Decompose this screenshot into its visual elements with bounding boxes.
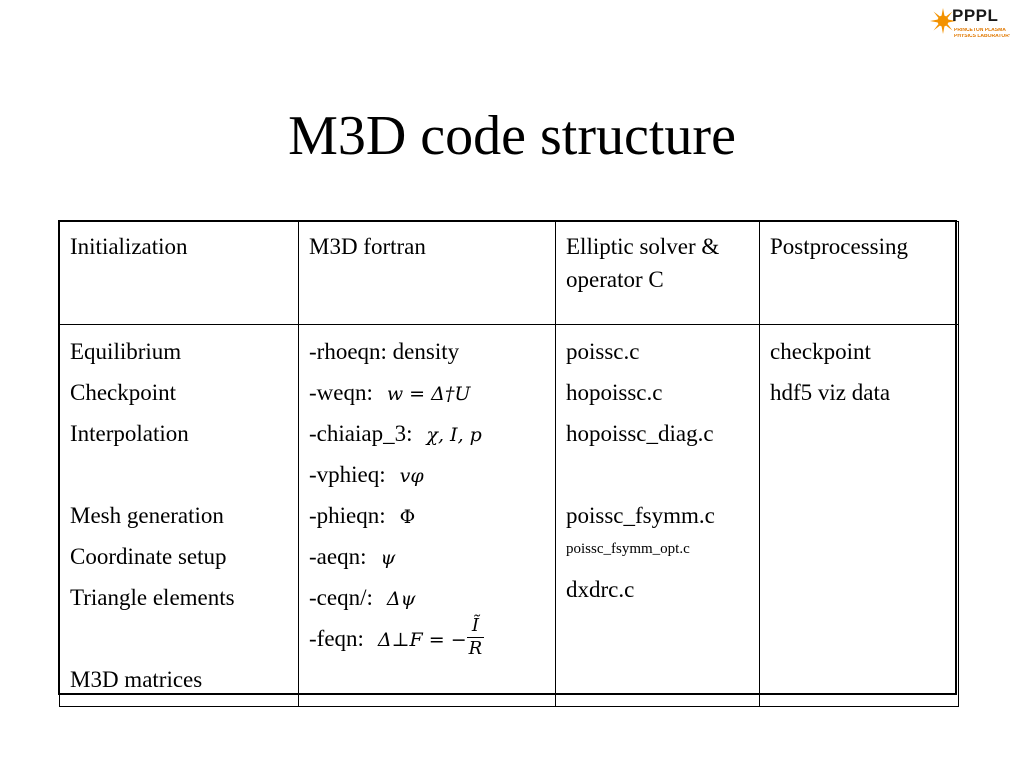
equation-label: -phieqn:: [309, 503, 386, 528]
slide-title: M3D code structure: [288, 105, 736, 167]
list-item: -ceqn/: Δψ: [309, 577, 545, 618]
pppl-logo: PPPL PRINCETON PLASMA PHYSICS LABORATORY: [930, 6, 1014, 42]
header-elliptic-solver: Elliptic solver & operator C: [555, 221, 760, 325]
list-item: poissc.c: [566, 339, 640, 364]
equation-label: -feqn:: [309, 626, 364, 651]
equation-label: -vphieq:: [309, 462, 386, 487]
fortran-cell: -rhoeqn: density -weqn: w = Δ†U -chiaiap_…: [298, 324, 556, 707]
list-item: -vphieq: vφ: [309, 454, 545, 495]
list-item: Mesh generation: [70, 503, 224, 528]
fraction-denominator: R: [468, 638, 483, 660]
sun-burst-icon: [930, 8, 956, 34]
list-item: M3D matrices: [70, 667, 203, 692]
list-spacer: [70, 454, 288, 495]
list-item: -chiaiap_3: χ, I, p: [309, 413, 545, 454]
postprocessing-cell: checkpoint hdf5 viz data: [759, 324, 959, 707]
equation-label: -aeqn:: [309, 544, 367, 569]
equation-math: χ, I, p: [426, 424, 482, 446]
list-item: Equilibrium: [70, 339, 182, 364]
list-item: Interpolation: [70, 421, 189, 446]
logo-subtitle-line2: PHYSICS LABORATORY: [954, 34, 1010, 39]
list-item: hopoissc.c: [566, 380, 663, 405]
equation-label: -weqn:: [309, 380, 373, 405]
table-body-row: Equilibrium Checkpoint Interpolation Mes…: [59, 324, 959, 707]
elliptic-solver-cell: poissc.c hopoissc.c hopoissc_diag.c pois…: [555, 324, 760, 707]
list-item: checkpoint: [770, 339, 871, 364]
equation-math: Δ⊥F = −: [377, 629, 467, 651]
list-item: Triangle elements: [70, 585, 235, 610]
logo-subtitle-line1: PRINCETON PLASMA: [954, 28, 1006, 33]
header-m3d-fortran: M3D fortran: [298, 221, 556, 325]
code-structure-table: Initialization M3D fortran Elliptic solv…: [59, 221, 959, 707]
list-item: -phieqn: Φ: [309, 495, 545, 536]
list-item: poissc_fsymm_opt.c: [566, 541, 690, 557]
list-item: dxdrc.c: [566, 577, 635, 602]
list-item: Checkpoint: [70, 380, 177, 405]
equation-math: w = Δ†U: [386, 383, 471, 405]
list-item: hopoissc_diag.c: [566, 421, 714, 446]
equation-math: Φ: [399, 506, 416, 528]
list-item: poissc_fsymm.c: [566, 503, 715, 528]
list-spacer: [566, 454, 749, 495]
header-initialization: Initialization: [59, 221, 299, 325]
equation-math: ψ: [380, 547, 396, 569]
header-postprocessing: Postprocessing: [759, 221, 959, 325]
table-header-row: Initialization M3D fortran Elliptic solv…: [59, 221, 959, 325]
equation-label: -rhoeqn: density: [309, 339, 460, 364]
equation-label: -chiaiap_3:: [309, 421, 413, 446]
list-item: hdf5 viz data: [770, 380, 891, 405]
initialization-cell: Equilibrium Checkpoint Interpolation Mes…: [59, 324, 299, 707]
list-item: -rhoeqn: density: [309, 331, 545, 372]
equation-math: vφ: [399, 465, 424, 487]
logo-wordmark: PPPL: [952, 6, 999, 25]
list-item: Coordinate setup: [70, 544, 227, 569]
equation-math: Δψ: [386, 588, 416, 610]
fraction-numerator: Ĩ: [466, 615, 485, 639]
equation-label: -ceqn/:: [309, 585, 373, 610]
list-item: -aeqn: ψ: [309, 536, 545, 577]
list-spacer: [70, 618, 288, 659]
list-item: -weqn: w = Δ†U: [309, 372, 545, 413]
